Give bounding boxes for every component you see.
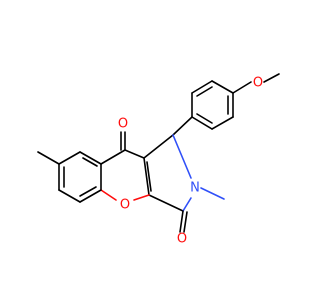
bond — [200, 187, 225, 200]
methoxy-oxygen-atom: O — [253, 76, 263, 91]
ring-oxygen-atom: O — [120, 198, 130, 213]
bond — [182, 197, 192, 212]
bond — [263, 73, 280, 83]
bond — [191, 80, 213, 94]
bond — [191, 116, 213, 130]
bond — [100, 149, 126, 165]
bond — [100, 189, 117, 201]
atom-label-n: N — [190, 181, 200, 196]
bond — [79, 151, 102, 165]
bond — [79, 189, 102, 203]
bond — [172, 134, 192, 179]
atom-label-o: O — [177, 232, 187, 247]
bond — [183, 211, 188, 233]
atom-label-o: O — [118, 117, 128, 132]
bond-double — [82, 157, 98, 167]
structure-diagram: O O O O N — [37, 73, 280, 247]
bond — [211, 80, 234, 94]
bond — [37, 151, 60, 165]
atom-label-layer: O O O O N — [118, 76, 263, 247]
bond — [146, 161, 152, 192]
bond — [211, 116, 234, 130]
bond-double — [196, 113, 213, 124]
bond — [179, 210, 184, 233]
atom-label-o: O — [120, 198, 130, 213]
bond — [58, 189, 81, 203]
atom-label-o: O — [253, 76, 263, 91]
ring-nitrogen-atom: N — [190, 181, 200, 196]
bond-layer — [37, 73, 280, 233]
ketone-oxygen-atom: O — [118, 117, 128, 132]
bond — [143, 134, 174, 159]
bond-double — [79, 186, 97, 197]
bond-double — [196, 86, 213, 97]
bond — [124, 149, 145, 159]
bond — [172, 116, 193, 136]
bond — [143, 157, 150, 196]
bond — [148, 194, 184, 212]
bond — [232, 81, 252, 94]
bond — [133, 194, 150, 201]
molecule-canvas: O O O O N — [37, 73, 280, 247]
bond — [58, 151, 81, 165]
lactam-oxygen-atom: O — [177, 232, 187, 247]
